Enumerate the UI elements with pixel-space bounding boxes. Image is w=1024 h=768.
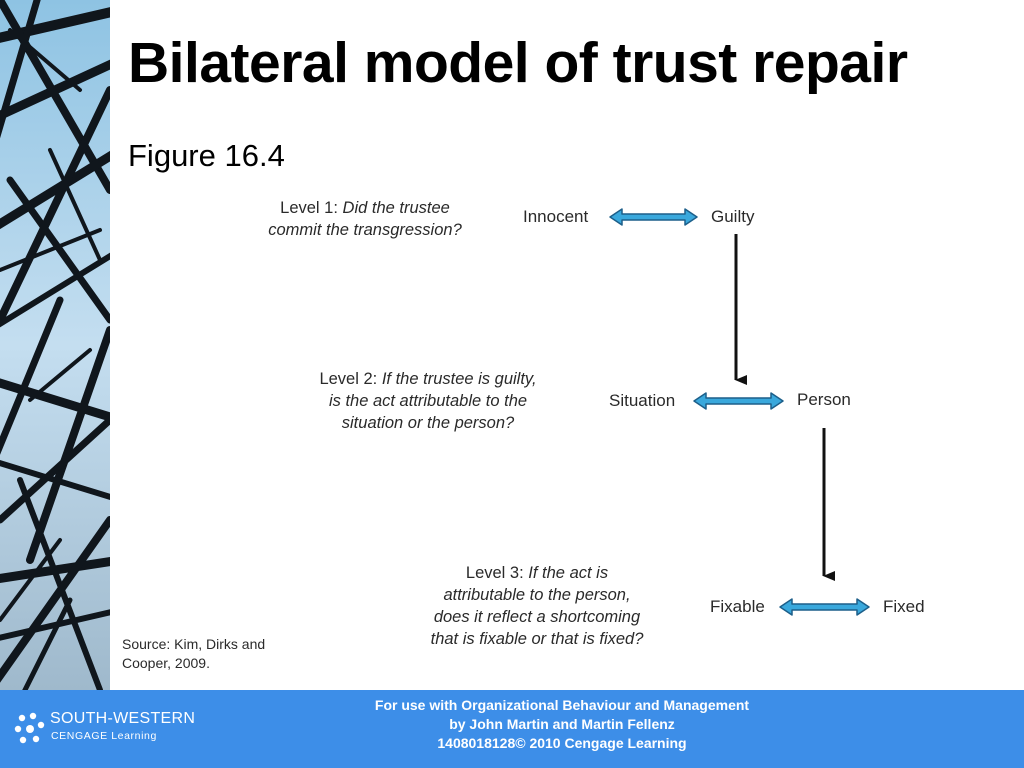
logo-text-south-western: SOUTH-WESTERN: [50, 710, 196, 727]
level-1-question-line2: commit the transgression?: [268, 221, 462, 239]
footer-bar: SOUTH-WESTERN CENGAGE Learning For use w…: [0, 690, 1024, 768]
level-2-question: Level 2: If the trustee is guilty, is th…: [300, 368, 556, 434]
slide-title: Bilateral model of trust repair: [128, 31, 908, 95]
level-2-question-line3: situation or the person?: [341, 414, 515, 432]
source-line1: Source: Kim, Dirks and: [122, 636, 266, 652]
level-3-prefix: Level 3:: [465, 564, 524, 582]
double-arrow-situation-person: [693, 392, 784, 410]
option-fixable: Fixable: [710, 597, 765, 616]
level-3-question: Level 3: If the act is attributable to t…: [412, 562, 662, 650]
cengage-logo-icon: [14, 712, 45, 744]
level-2-prefix: Level 2:: [319, 370, 378, 388]
level-3-question-line3: does it reflect a shortcoming: [433, 608, 641, 626]
level-1-question-line1: Did the trustee: [342, 199, 450, 217]
footer-line2: by John Martin and Martin Fellenz: [449, 716, 675, 732]
level-3-question-line4: that is fixable or that is fixed?: [430, 630, 644, 648]
option-situation: Situation: [609, 391, 676, 410]
level-1-question: Level 1: Did the trustee commit the tran…: [255, 197, 475, 241]
footer-line1: For use with Organizational Behaviour an…: [374, 697, 750, 713]
option-guilty: Guilty: [711, 207, 755, 226]
footer-line3: 1408018128© 2010 Cengage Learning: [437, 735, 687, 751]
level-2-question-line1: If the trustee is guilty,: [381, 370, 537, 388]
source-note: Source: Kim, Dirks and Cooper, 2009.: [122, 635, 265, 673]
level-1-prefix: Level 1:: [280, 199, 338, 217]
option-person: Person: [797, 390, 851, 409]
footer-credits: For use with Organizational Behaviour an…: [262, 696, 862, 753]
level-2-question-line2: is the act attributable to the: [328, 392, 528, 410]
double-arrow-innocent-guilty: [609, 208, 698, 226]
option-fixed: Fixed: [883, 597, 925, 616]
double-arrow-fixable-fixed: [779, 598, 870, 616]
source-line2: Cooper, 2009.: [122, 655, 210, 671]
side-lattice-image: [0, 0, 110, 690]
level-3-question-line2: attributable to the person,: [443, 586, 631, 604]
logo-text-cengage: CENGAGE Learning: [51, 730, 157, 742]
option-innocent: Innocent: [523, 207, 589, 226]
level-3-question-line1: If the act is: [528, 564, 609, 582]
trust-repair-diagram: [609, 208, 870, 616]
figure-label: Figure 16.4: [128, 138, 285, 173]
